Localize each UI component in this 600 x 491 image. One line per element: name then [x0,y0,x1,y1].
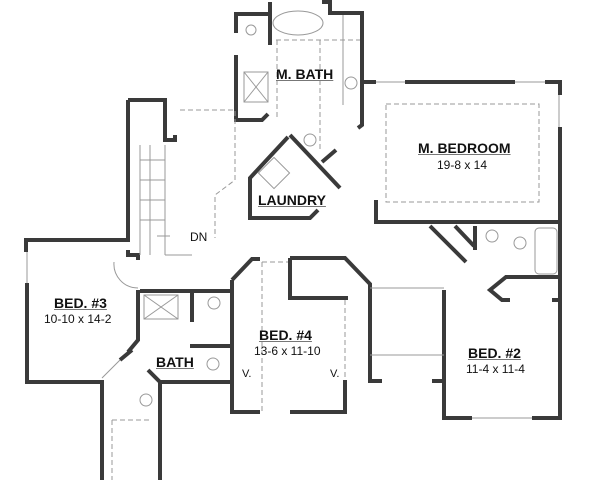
room-size-bed3: 10-10 x 14-2 [44,312,112,326]
bed3-walls [25,252,140,480]
room-label-bath: BATH [156,354,194,370]
master-bedroom-walls [362,80,562,420]
stair-hall-walls [24,98,236,260]
section-marker-right: V. [330,368,340,380]
section-marker-left: V. [242,368,252,380]
room-label-master-bedroom: M. BEDROOM [418,140,511,156]
room-size-master-bedroom: 19-8 x 14 [437,158,488,172]
master-bath-walls [234,0,364,150]
stair-down-label: DN [190,230,208,244]
room-label-bed4: BED. #4 [259,327,312,343]
laundry-walls [248,133,342,220]
room-label-master-bath: M. BATH [276,66,334,82]
room-label-bed2: BED. #2 [468,345,521,361]
room-size-bed4: 13-6 x 11-10 [254,344,321,358]
room-size-bed2: 11-4 x 11-4 [466,362,525,376]
bath-walls [111,289,232,480]
bed4-walls [230,256,532,420]
room-label-bed3: BED. #3 [54,295,107,311]
room-label-laundry: LAUNDRY [258,192,326,208]
